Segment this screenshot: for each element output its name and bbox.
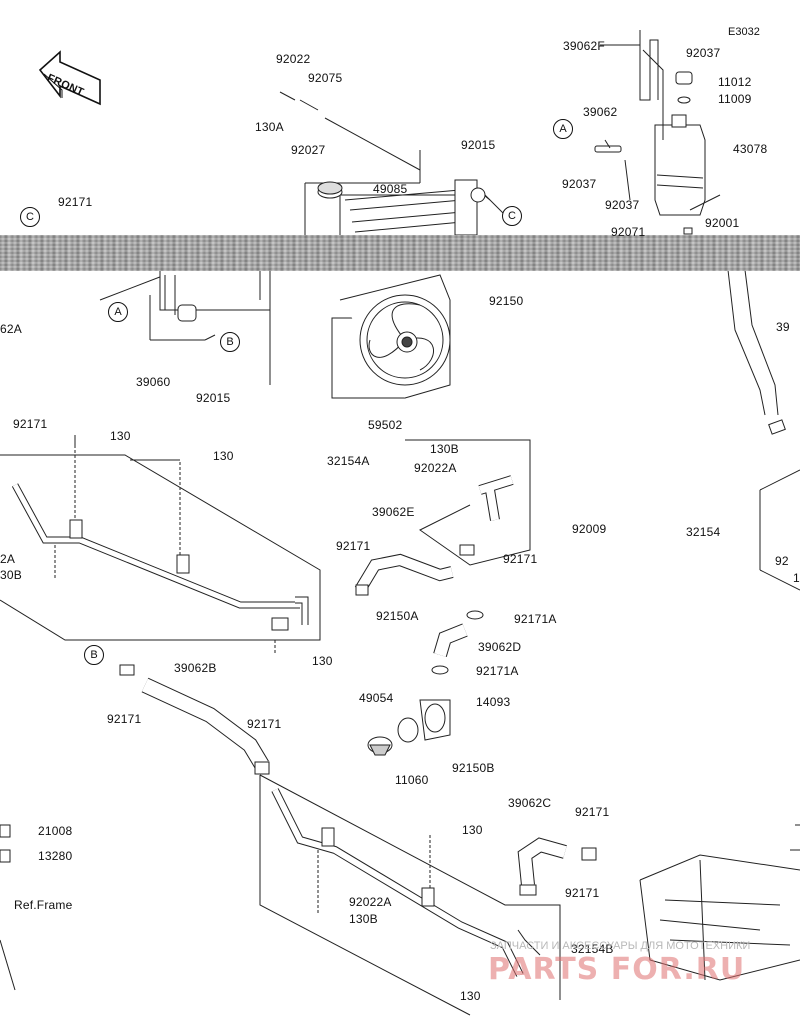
part-label: 1: [793, 571, 800, 585]
part-label: 130: [213, 449, 234, 463]
part-label: 59502: [368, 418, 403, 432]
ref-circle-c: C: [502, 206, 522, 226]
part-label: 39062: [583, 105, 618, 119]
ref-circle-c: C: [20, 207, 40, 227]
part-label: 39: [776, 320, 790, 334]
diagram-code: E3032: [728, 26, 760, 38]
ref-circle-a: A: [553, 119, 573, 139]
watermark-brand: PARTS FOR.RU: [488, 952, 746, 987]
part-label: 130: [110, 429, 131, 443]
part-label: 92075: [308, 71, 343, 85]
part-label: 92150A: [376, 609, 419, 623]
part-label: 39060: [136, 375, 171, 389]
part-label: 130: [312, 654, 333, 668]
part-label: 43078: [733, 142, 768, 156]
part-label: 39062E: [372, 505, 415, 519]
part-label: 92037: [605, 198, 640, 212]
part-label: Ref.Frame: [14, 898, 73, 912]
part-label: 39062D: [478, 640, 522, 654]
part-label: 92171A: [476, 664, 519, 678]
watermark-caption: ЗАПЧАСТИ И АКСЕССУАРЫ ДЛЯ МОТОТЕХНИКИ: [490, 940, 751, 952]
part-label: 92022: [276, 52, 311, 66]
front-arrow-icon: [38, 50, 101, 106]
part-label: 92171: [336, 539, 371, 553]
part-label: 32154B: [571, 942, 614, 956]
part-label: 11012: [718, 75, 752, 89]
ref-circle-b: B: [84, 645, 104, 665]
ref-circle-b: B: [220, 332, 240, 352]
part-label: 92071: [611, 225, 646, 239]
part-label: 92001: [705, 216, 740, 230]
part-label: 14093: [476, 695, 511, 709]
part-label: 21008: [38, 824, 73, 838]
part-label: 2A: [0, 552, 16, 566]
part-label: 92022A: [414, 461, 457, 475]
part-label: 13280: [38, 849, 73, 863]
part-label: 92171: [107, 712, 142, 726]
part-label: 92171: [503, 552, 538, 566]
part-label: 39062F: [563, 39, 605, 53]
part-label: 92037: [562, 177, 597, 191]
reservoir-tank: [594, 30, 706, 235]
part-label: 92171: [565, 886, 600, 900]
part-label: 39062C: [508, 796, 552, 810]
radiator: [339, 179, 486, 241]
part-label: 32154A: [327, 454, 370, 468]
part-label: 92015: [196, 391, 231, 405]
pipe-assembly-left: [0, 445, 321, 655]
part-label: 92171: [247, 717, 282, 731]
part-label: 32154: [686, 525, 721, 539]
part-label: 130B: [430, 442, 459, 456]
part-label: 130A: [255, 120, 284, 134]
part-label: 92: [775, 554, 789, 568]
part-label: 30B: [0, 568, 22, 582]
part-label: 92171: [575, 805, 610, 819]
scan-noise-band-overlay: [0, 235, 800, 271]
part-label: 92171: [13, 417, 48, 431]
part-label: 39062B: [174, 661, 217, 675]
part-label: 92037: [686, 46, 721, 60]
part-label: 130B: [349, 912, 378, 926]
part-label: 92171: [58, 195, 93, 209]
part-label: 92171A: [514, 612, 557, 626]
fan-assembly: [331, 274, 451, 399]
part-label: 92027: [291, 143, 326, 157]
scan-noise-band: [0, 235, 800, 271]
part-label: 49054: [359, 691, 394, 705]
part-label: 11060: [395, 773, 429, 787]
part-label: 130: [462, 823, 483, 837]
part-label: 92022A: [349, 895, 392, 909]
part-label: 92150: [489, 294, 524, 308]
part-label: 130: [460, 989, 481, 1003]
part-label: 49085: [373, 182, 408, 196]
part-label: 11009: [718, 92, 752, 106]
part-label: 92009: [572, 522, 607, 536]
ref-circle-a: A: [108, 302, 128, 322]
part-label: 92150B: [452, 761, 495, 775]
part-label: 62A: [0, 322, 22, 336]
part-label: 92015: [461, 138, 496, 152]
